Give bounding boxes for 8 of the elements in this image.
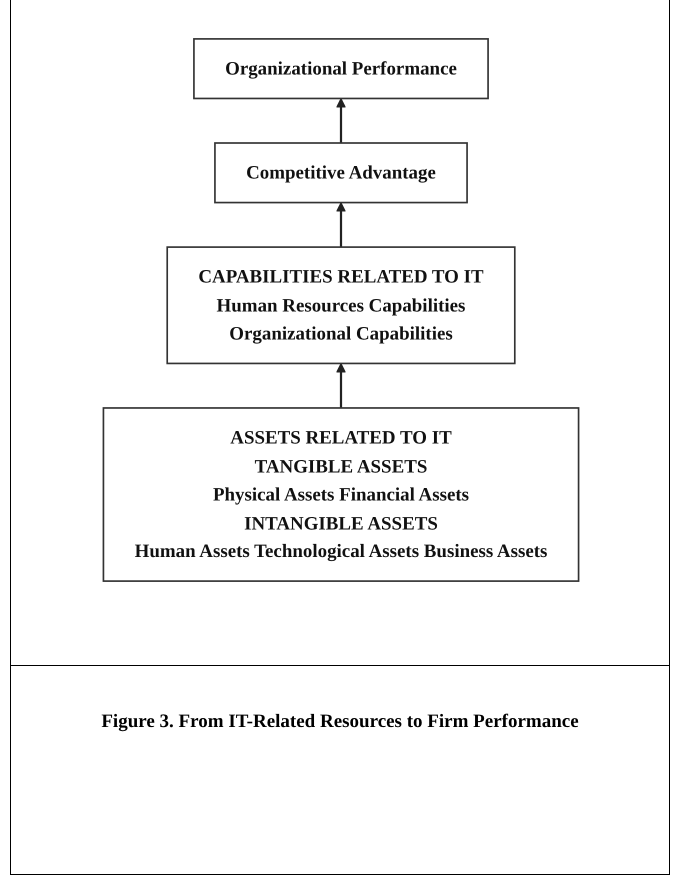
figure-caption: Figure 3. From IT-Related Resources to Firm Performance [101, 710, 579, 734]
node-box: ASSETS RELATED TO IT TANGIBLE ASSETS Physical Assets Financial Assets INTANGIBLE ASSETS Human Assets Technological Assets Business Assets [102, 407, 580, 582]
node-box: CAPABILITIES RELATED TO IT Human Resources Capabilities Organizational Capabilities [166, 246, 516, 364]
node-box: Organizational Performance [193, 38, 489, 100]
arrow [336, 363, 346, 408]
arrow [336, 98, 346, 143]
arrow [336, 202, 346, 248]
node-box: Competitive Advantage [214, 142, 468, 204]
